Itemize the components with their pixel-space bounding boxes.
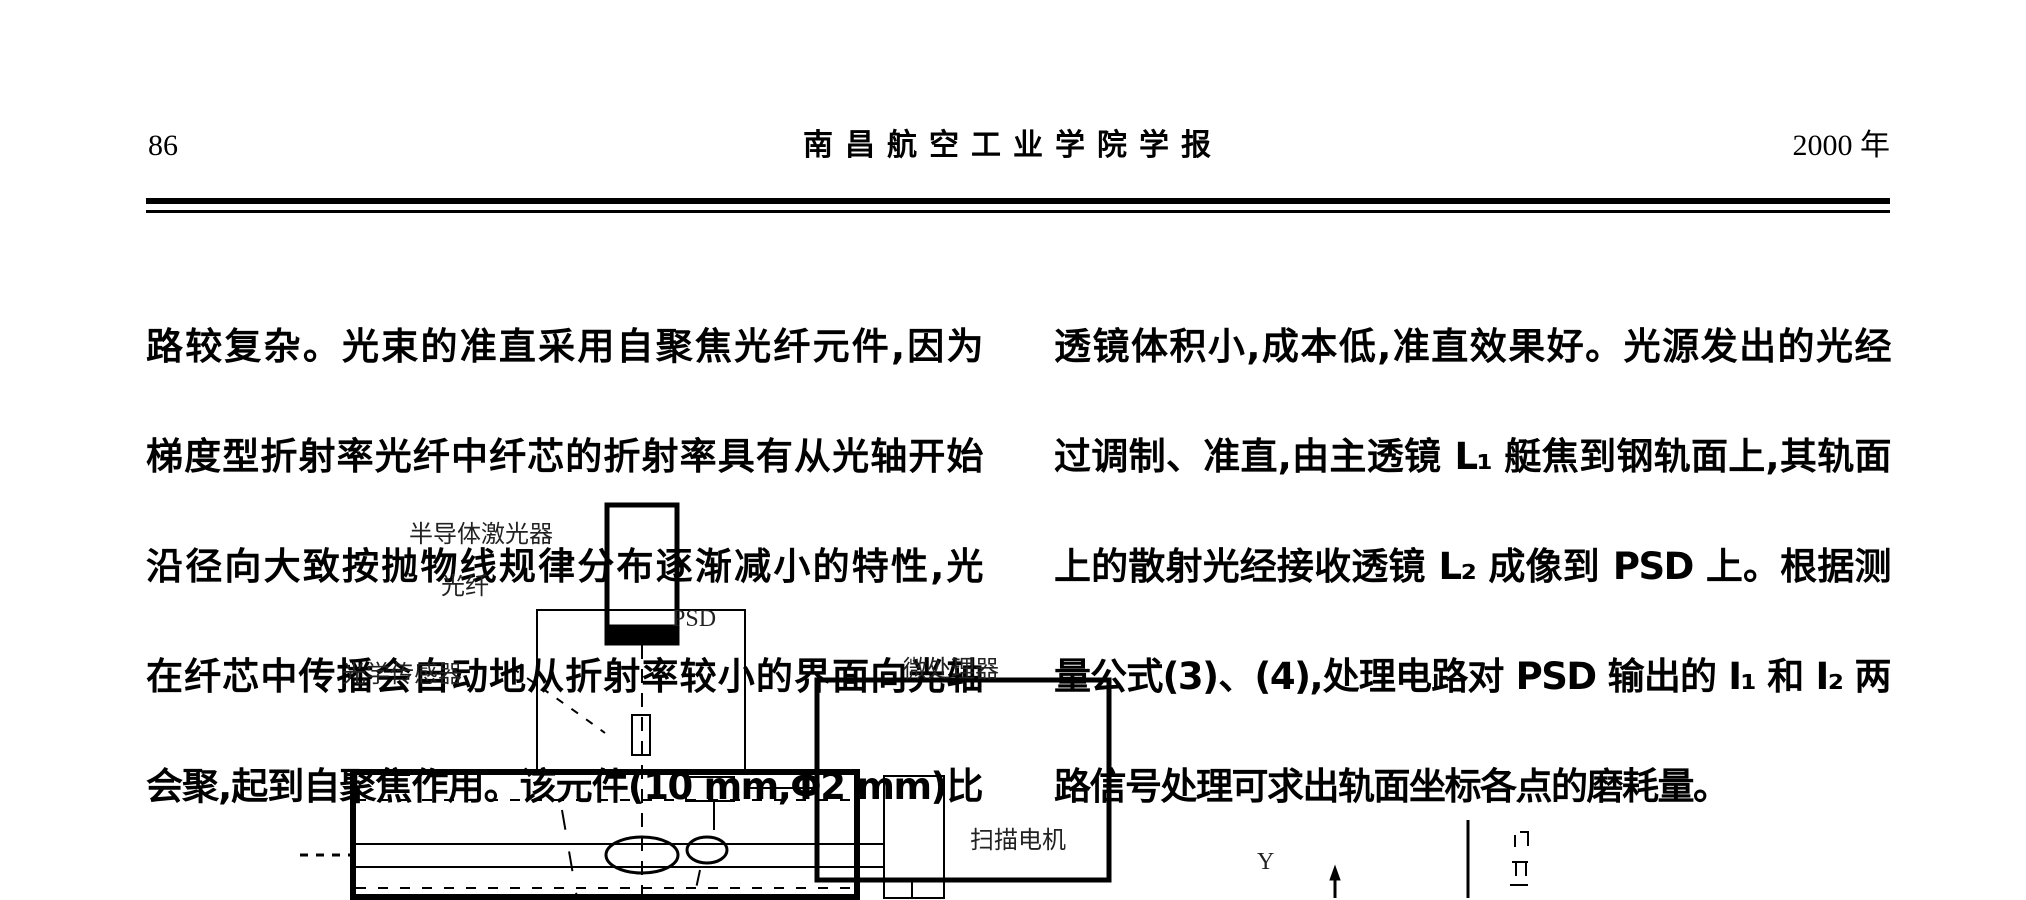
header-rule-thick bbox=[146, 198, 1890, 204]
lens-l2 bbox=[685, 835, 729, 865]
journal-title: 南昌航空工业学院学报 bbox=[803, 128, 1223, 163]
text-line: 路较复杂。光束的准直采用自聚焦光纤元件,因为 bbox=[146, 325, 984, 368]
psd-element bbox=[631, 714, 651, 756]
fiber-line bbox=[511, 667, 606, 734]
text-line: 量公式(3)、(4),处理电路对 PSD 输出的 I₁ 和 I₂ 两 bbox=[1054, 655, 1892, 698]
label-psd: PSD bbox=[672, 606, 717, 632]
text-line: 路信号处理可求出轨面坐标各点的磨耗量。 bbox=[1054, 765, 1730, 808]
microprocessor-box bbox=[814, 677, 1112, 883]
label-scan-motor: 扫描电机 bbox=[970, 826, 1066, 854]
lens-l1 bbox=[604, 835, 680, 875]
label-y-axis: Y bbox=[1257, 849, 1275, 875]
right-column: 透镜体积小,成本低,准直效果好。光源发出的光经 过调制、准直,由主透镜 L₁ 艇… bbox=[1054, 292, 1892, 842]
text-line: 透镜体积小,成本低,准直效果好。光源发出的光经 bbox=[1054, 325, 1892, 368]
text-line: 沿径向大致按抛物线规律分布逐渐减小的特性,光 bbox=[146, 545, 984, 588]
text-line: 梯度型折射率光纤中纤芯的折射率具有从光轴开始 bbox=[146, 435, 984, 478]
text-line: 在纤芯中传播会自动地从折射率较小的界面向光轴 bbox=[146, 655, 984, 698]
page-number: 86 bbox=[148, 129, 178, 162]
label-microprocessor: 微处理器 bbox=[903, 655, 999, 683]
label-fiber: 光纤 bbox=[441, 572, 489, 600]
sensor-housing bbox=[536, 609, 746, 772]
laser-box bbox=[604, 502, 680, 646]
publication-year: 2000 年 bbox=[1792, 129, 1891, 162]
label-laser: 半导体激光器 bbox=[409, 520, 553, 548]
psd-detector bbox=[685, 776, 735, 802]
label-optical-sensor: 光学传感器 bbox=[342, 660, 462, 688]
header-rule-thin bbox=[146, 210, 1890, 213]
rail-section bbox=[350, 769, 860, 900]
scan-motor bbox=[883, 775, 945, 899]
text-line: 上的散射光经接收透镜 L₂ 成像到 PSD 上。根据测 bbox=[1054, 545, 1892, 588]
text-line: 过调制、准直,由主透镜 L₁ 艇焦到钢轨面上,其轨面 bbox=[1054, 435, 1892, 478]
